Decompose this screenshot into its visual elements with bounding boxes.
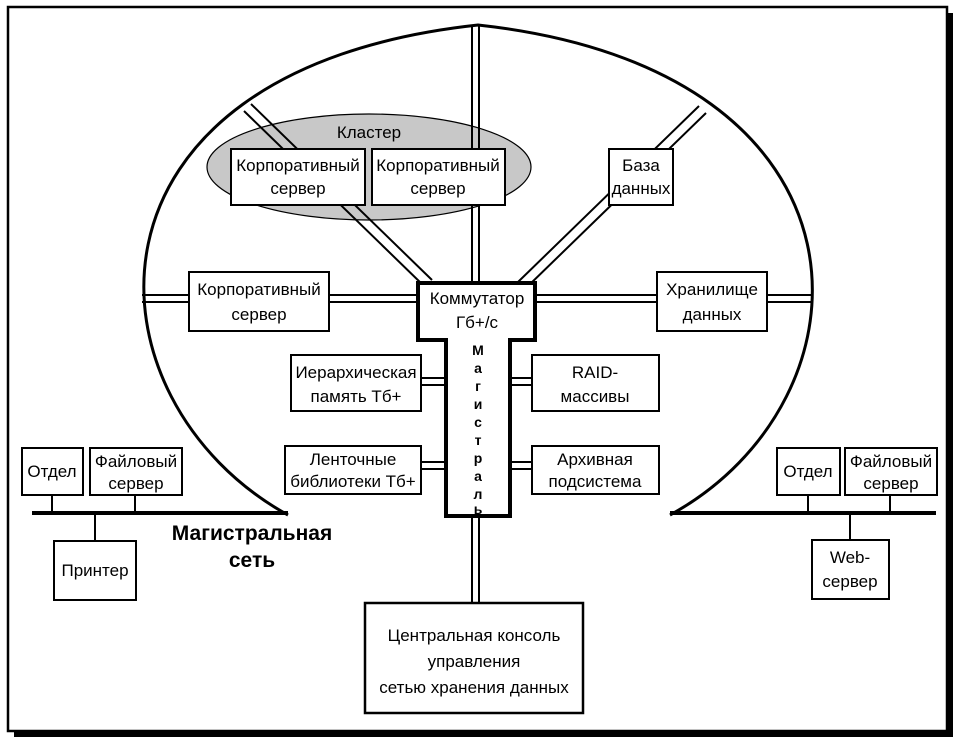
backbone-letter: а — [474, 360, 482, 376]
corp-server-left-line1: Корпоративный — [197, 280, 320, 299]
switch-backbone — [416, 281, 537, 518]
web-server-line2: сервер — [822, 572, 877, 591]
backbone-letter: с — [474, 414, 482, 430]
hier-memory-line1: Иерархическая — [295, 363, 416, 382]
left-file-server-line1: Файловый — [95, 452, 177, 471]
right-dept-label: Отдел — [783, 462, 832, 481]
hier-memory-line2: память Тб+ — [311, 387, 402, 406]
archive-line2: подсистема — [549, 472, 642, 491]
cluster-server-1-box — [230, 148, 366, 206]
web-server-line1: Web- — [830, 548, 870, 567]
lan-right — [670, 495, 936, 540]
raid-line2: массивы — [561, 387, 630, 406]
backbone-letter: т — [475, 432, 482, 448]
console-line2: управления — [428, 652, 521, 671]
backbone-letter: р — [474, 450, 483, 466]
database-line1: База — [622, 156, 660, 175]
right-file-server-line2: сервер — [863, 474, 918, 493]
lan-left — [32, 495, 288, 541]
backbone-letter: г — [475, 378, 481, 394]
archive-box — [531, 445, 660, 495]
corp-server-left-box — [188, 271, 330, 332]
backbone-network-line1: Магистральная — [172, 522, 332, 545]
database-line2: данных — [612, 179, 671, 198]
right-dept-box — [776, 447, 841, 496]
raid-line1: RAID- — [572, 363, 618, 382]
archive-line1: Архивная — [557, 450, 633, 469]
left-dept-box — [21, 447, 84, 496]
storage-box — [656, 271, 768, 332]
backbone-letter: л — [474, 486, 483, 502]
cluster-server-2-line2: сервер — [410, 179, 465, 198]
backbone-letter: и — [474, 396, 483, 412]
switch-line1: Коммутатор — [430, 289, 525, 308]
right-file-server-line1: Файловый — [850, 452, 932, 471]
console-box — [363, 601, 585, 715]
raid-box — [531, 354, 660, 412]
backbone-letter: М — [472, 342, 484, 358]
cluster-server-2-line1: Корпоративный — [376, 156, 499, 175]
bus-connectors — [421, 377, 532, 470]
tape-libs-line2: библиотеки Тб+ — [290, 472, 416, 491]
storage-line2: данных — [683, 305, 742, 324]
cluster-server-2-box — [371, 148, 506, 206]
left-dept-label: Отдел — [27, 462, 76, 481]
backbone-vertical-label: М а г и с т р а л ь — [472, 342, 484, 517]
tape-libs-box — [284, 445, 422, 495]
backbone-letter: а — [474, 468, 482, 484]
tape-libs-line1: Ленточные — [310, 450, 397, 469]
left-file-server-box — [89, 447, 183, 496]
left-file-server-line2: сервер — [108, 474, 163, 493]
switch-line2: Гб+/с — [456, 313, 499, 332]
right-file-server-box — [844, 447, 938, 496]
cluster-server-1-line2: сервер — [270, 179, 325, 198]
console-line3: сетью хранения данных — [379, 678, 569, 697]
database-box — [608, 148, 674, 206]
hier-memory-box — [290, 354, 422, 412]
corp-server-left-line2: сервер — [231, 305, 286, 324]
storage-line1: Хранилище — [666, 280, 758, 299]
console-line1: Центральная консоль — [388, 626, 561, 645]
printer-label: Принтер — [61, 561, 128, 580]
backbone-network-line2: сеть — [229, 549, 275, 572]
cluster-label: Кластер — [337, 123, 401, 142]
backbone-letter: ь — [474, 501, 483, 517]
cluster-server-1-line1: Корпоративный — [236, 156, 359, 175]
